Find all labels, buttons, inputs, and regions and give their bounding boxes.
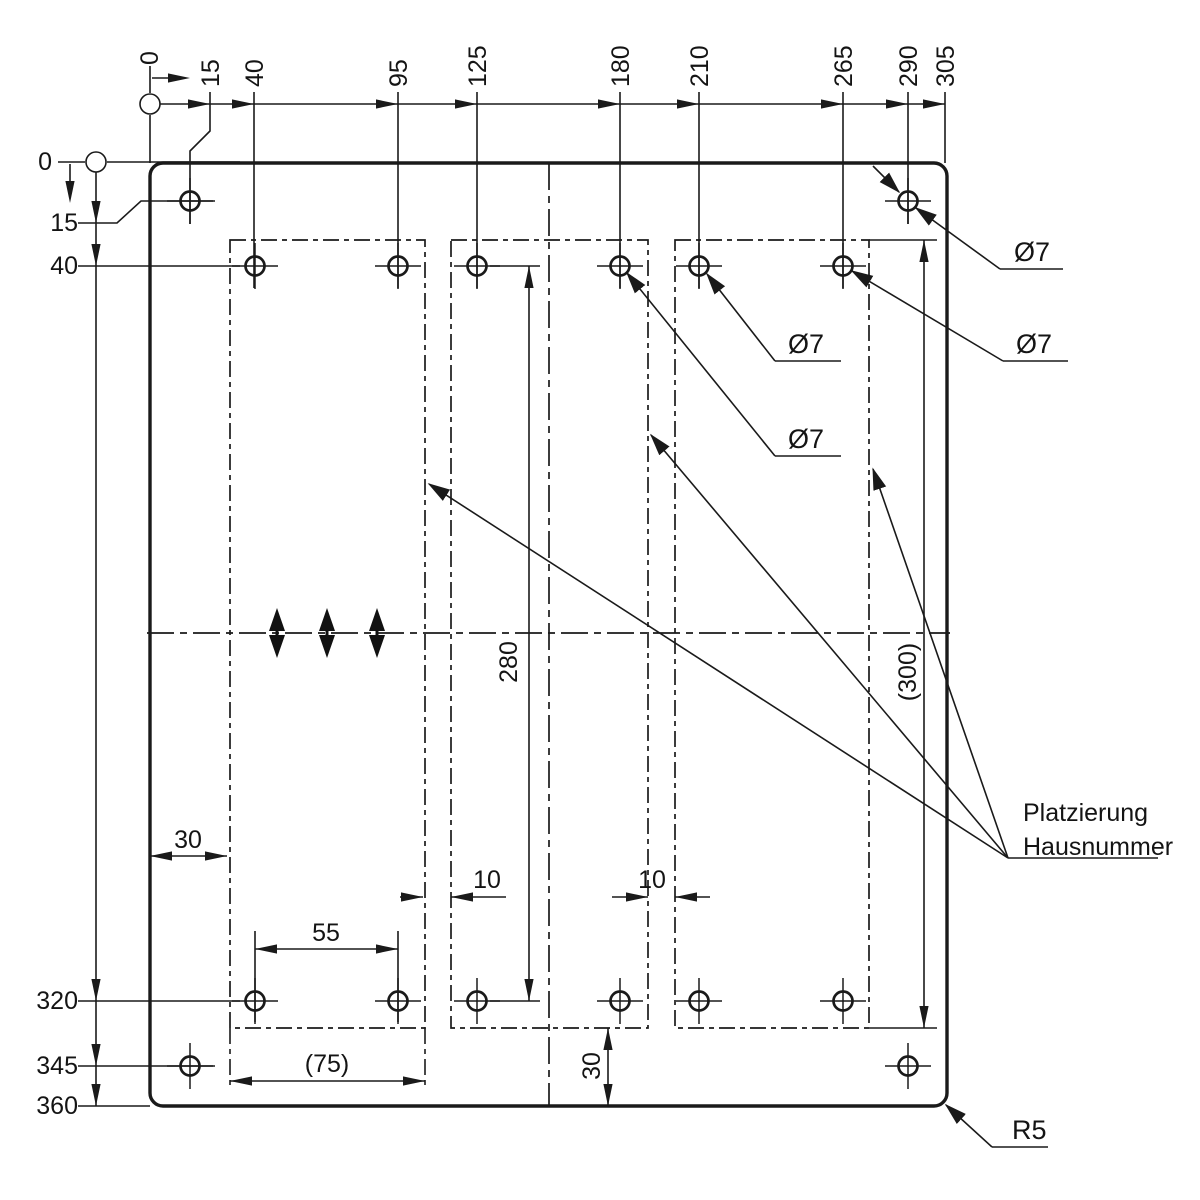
dim-label-280: 280 xyxy=(495,641,523,683)
hole-row2-180 xyxy=(597,978,643,1024)
top-label-40: 40 xyxy=(241,59,269,87)
dia-label-2: Ø7 xyxy=(1016,329,1052,359)
dim-label-10-right: 10 xyxy=(638,866,666,894)
top-label-0: 0 xyxy=(136,51,164,65)
dim-label-10-left: 10 xyxy=(473,866,501,894)
left-ordinate-axis: 0 15 40 320 345 360 xyxy=(36,148,240,1120)
note-line-1: Platzierung xyxy=(1023,799,1148,827)
placement-zones xyxy=(229,239,937,1090)
leader-dia-top-right xyxy=(914,207,1001,270)
hole-diameter-callouts: Ø7 Ø7 Ø7 Ø7 xyxy=(625,165,1068,457)
top-label-95: 95 xyxy=(385,59,413,87)
leader-dia-top-right-aux xyxy=(872,165,901,194)
top-label-290: 290 xyxy=(895,45,923,87)
leader-dia-180 xyxy=(625,271,776,457)
top-label-15: 15 xyxy=(197,59,225,87)
leader-dia-210 xyxy=(706,272,776,362)
dim-label-75: (75) xyxy=(305,1050,349,1078)
left-label-345: 345 xyxy=(36,1052,78,1080)
top-ordinate-axis: 0 15 40 95 125 180 210 265 290 305 xyxy=(136,45,960,288)
leader-zone-2 xyxy=(649,433,1009,859)
dim-gap-left: 10 xyxy=(400,866,506,902)
dim-zone-height: (300) xyxy=(894,240,929,1028)
dim-label-30-bottom: 30 xyxy=(578,1052,606,1080)
dim-label-30-left: 30 xyxy=(174,826,202,854)
dim-label-55: 55 xyxy=(312,919,340,947)
ext-15-left-jogged xyxy=(78,200,215,224)
dim-hole-row-span: 280 xyxy=(490,265,540,1002)
hole-corner-bottom-right xyxy=(885,1043,931,1089)
top-label-305: 305 xyxy=(932,45,960,87)
left-label-40: 40 xyxy=(50,252,78,280)
leader-zone-3 xyxy=(872,467,1009,859)
plate-centerlines xyxy=(147,163,950,1106)
top-label-265: 265 xyxy=(830,45,858,87)
top-label-180: 180 xyxy=(607,45,635,87)
hole-row2-210 xyxy=(676,978,722,1024)
dim-gap-right: 10 xyxy=(612,866,710,902)
dim-label-300: (300) xyxy=(894,643,922,701)
dim-bottom-margin: 30 xyxy=(578,1028,613,1106)
dim-hole-spacing: 55 xyxy=(254,919,399,1022)
origin-marker-left xyxy=(85,151,107,173)
radius-label: R5 xyxy=(1012,1115,1047,1145)
top-label-125: 125 xyxy=(464,45,492,87)
dia-label-4: Ø7 xyxy=(788,424,824,454)
left-label-15: 15 xyxy=(50,209,78,237)
placement-zone-3 xyxy=(674,239,870,1029)
corner-radius-callout: R5 xyxy=(944,1103,1048,1148)
ext-15-jogged xyxy=(189,92,211,224)
left-label-0: 0 xyxy=(38,148,52,176)
placement-zone-1 xyxy=(229,239,426,1029)
note-line-2: Hausnummer xyxy=(1023,833,1173,861)
dia-label-1: Ø7 xyxy=(1014,237,1050,267)
hole-row2-265 xyxy=(820,978,866,1024)
dim-zone-width: (75) xyxy=(230,1050,425,1086)
x-direction-arrow xyxy=(168,73,190,83)
leader-zone-1 xyxy=(427,483,1009,859)
dia-label-3: Ø7 xyxy=(788,329,824,359)
placement-note: Platzierung Hausnummer xyxy=(427,433,1173,861)
origin-marker-top xyxy=(139,93,161,115)
top-label-210: 210 xyxy=(686,45,714,87)
placement-zone-2 xyxy=(450,239,649,1029)
left-label-360: 360 xyxy=(36,1092,78,1120)
left-label-320: 320 xyxy=(36,987,78,1015)
leader-r5 xyxy=(944,1103,993,1148)
dim-left-margin: 30 xyxy=(150,826,227,861)
vertical-adjust-arrows xyxy=(269,608,385,658)
y-direction-arrow xyxy=(65,181,75,203)
leader-dia-265 xyxy=(850,270,1004,362)
